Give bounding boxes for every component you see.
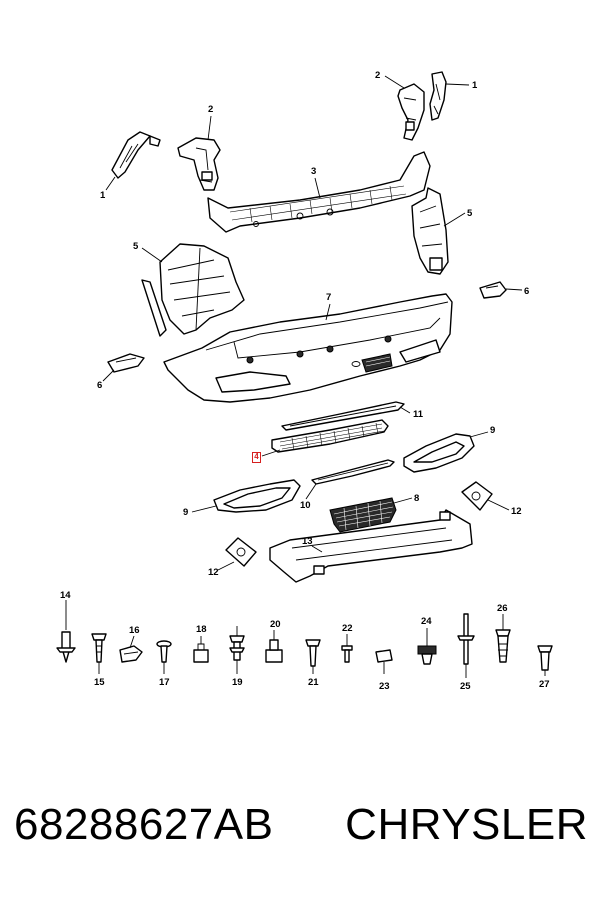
part-number: 68288627AB: [14, 800, 274, 849]
callout-9-right: 9: [490, 425, 495, 436]
part-7-bumper-fascia: [163, 293, 453, 403]
part-5-left-side-bracket: [141, 243, 245, 337]
part-13-lower-bar: [269, 509, 473, 583]
callout-2-left: 2: [208, 104, 213, 115]
fastener-23: [375, 649, 393, 674]
part-3-reinforcement-beam: [207, 151, 431, 233]
part-5-right-side-bracket: [411, 187, 449, 275]
callout-27: 27: [539, 679, 550, 690]
callout-8: 8: [414, 493, 419, 504]
fastener-19: [229, 626, 245, 674]
callout-1-right: 1: [472, 80, 478, 91]
callout-11: 11: [413, 409, 424, 420]
part-8-grille-insert: [329, 497, 397, 533]
callout-25: 25: [460, 681, 471, 692]
part-6-right-small-bracket: [479, 281, 507, 299]
callout-12-right: 12: [511, 506, 522, 517]
part-2-left-support: [177, 137, 221, 191]
fastener-26: [495, 614, 511, 663]
callout-3: 3: [311, 166, 316, 177]
callout-19: 19: [232, 677, 243, 688]
callout-7: 7: [326, 292, 331, 303]
callout-24: 24: [421, 616, 432, 627]
part-4-reflector-strip: [271, 419, 389, 453]
fastener-24: [417, 628, 437, 665]
callout-5-left: 5: [133, 241, 139, 252]
brand-name: CHRYSLER: [345, 800, 588, 849]
callout-21: 21: [308, 677, 319, 688]
callout-9-left: 9: [183, 507, 188, 518]
callout-22: 22: [342, 623, 353, 634]
callout-26: 26: [497, 603, 508, 614]
fastener-21: [305, 639, 321, 674]
part-12-right-mount-plate: [461, 481, 493, 511]
fastener-17: [156, 640, 172, 674]
part-1-right-bracket: [429, 71, 447, 121]
callout-20: 20: [270, 619, 281, 630]
callout-6-right: 6: [524, 286, 529, 297]
fastener-27: [537, 645, 553, 676]
part-10-lower-trim-strip: [311, 459, 395, 485]
callout-16: 16: [129, 625, 140, 636]
fastener-25: [457, 613, 475, 678]
part-9-right-bezel: [403, 433, 475, 473]
callout-18: 18: [196, 624, 207, 635]
highlighted-callout-4[interactable]: 4: [252, 452, 261, 463]
callout-1: 1: [100, 190, 106, 201]
fastener-20: [265, 630, 283, 663]
callout-5-right: 5: [467, 208, 473, 219]
part-9-left-bezel: [213, 479, 301, 513]
exploded-parts-diagram: 1 2 2 1 3 5: [56, 70, 553, 692]
part-6-left-small-bracket: [107, 353, 145, 373]
fastener-22: [341, 634, 353, 663]
part-2-right-support: [397, 83, 425, 141]
callout-14: 14: [60, 590, 71, 601]
fastener-14: [56, 600, 76, 663]
callout-23: 23: [379, 681, 390, 692]
callout-12-left: 12: [208, 567, 219, 578]
callout-6-left: 6: [97, 380, 102, 391]
callout-10: 10: [300, 500, 311, 511]
callout-17: 17: [159, 677, 170, 688]
callout-13: 13: [302, 536, 313, 547]
callout-15: 15: [94, 677, 105, 688]
part-12-left-mount-plate: [225, 537, 257, 567]
fastener-15: [91, 633, 107, 674]
part-11-upper-trim-strip: [281, 401, 405, 431]
part-1-left-bracket: [111, 131, 161, 179]
fastener-18: [193, 636, 209, 663]
callout-2-right: 2: [375, 70, 380, 81]
fastener-16: [119, 635, 143, 663]
footer: 68288627AB CHRYSLER: [0, 800, 600, 870]
